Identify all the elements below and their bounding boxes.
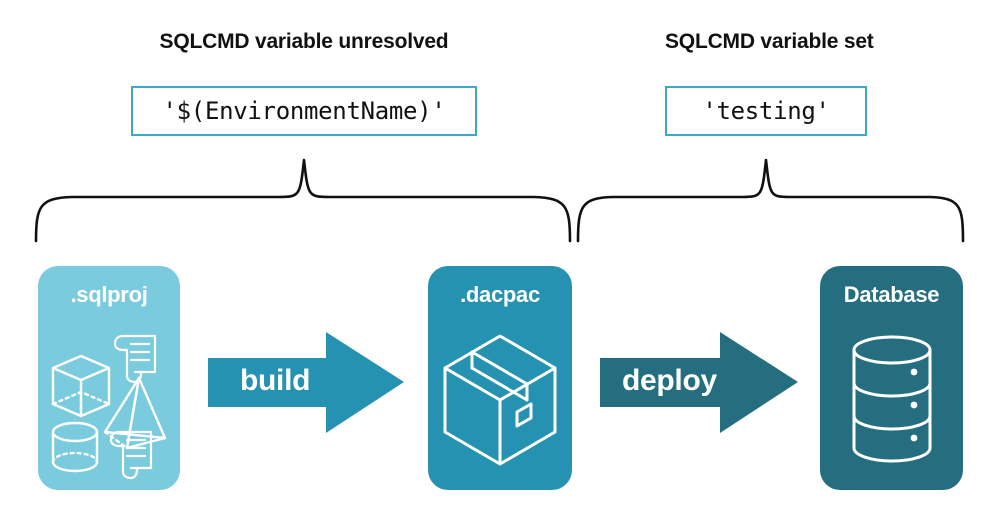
brace-left: [34, 158, 572, 243]
stage-card-dacpac: .dacpac: [428, 266, 572, 490]
project-shapes-icon: [38, 318, 180, 482]
arrow-build-label: build: [240, 364, 311, 397]
annotation-heading-left: SQLCMD variable unresolved: [159, 30, 449, 53]
sqlcmd-variable-unresolved-box: '$(EnvironmentName)': [131, 86, 477, 136]
annotation-heading-right: SQLCMD variable set: [665, 30, 874, 53]
arrow-deploy-label: deploy: [622, 364, 717, 397]
arrow-deploy-shape: [600, 332, 798, 433]
arrow-deploy: deploy: [600, 330, 800, 435]
stage-label-database: Database: [843, 282, 940, 307]
stage-card-sqlproj: .sqlproj: [38, 266, 180, 490]
stage-label-dacpac: .dacpac: [460, 282, 540, 307]
arrow-build: build: [208, 330, 406, 435]
arrow-build-shape: [208, 332, 404, 433]
package-box-icon: [428, 318, 572, 482]
sqlcmd-variable-set-value: 'testing': [702, 97, 830, 125]
script-icon-bottom: [109, 430, 153, 480]
stage-label-sqlproj: .sqlproj: [70, 282, 148, 307]
stage-card-database: Database: [820, 266, 963, 490]
database-cylinder-icon: [820, 318, 963, 482]
sqlcmd-variable-set-box: 'testing': [665, 86, 867, 136]
sqlcmd-variable-unresolved-value: '$(EnvironmentName)': [162, 97, 446, 125]
script-icon-top: [113, 334, 157, 384]
brace-right: [576, 158, 965, 243]
